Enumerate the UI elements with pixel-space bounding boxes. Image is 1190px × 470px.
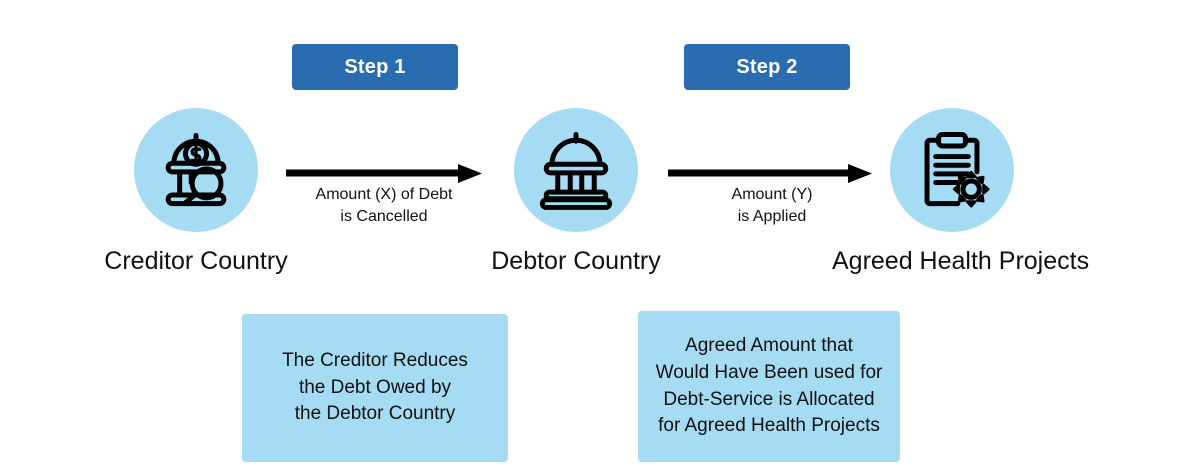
node-creditor-country: Creditor Country — [76, 108, 316, 276]
projects-icon-circle — [890, 108, 1014, 232]
government-building-icon — [528, 122, 624, 218]
bank-dollar-magnifier-icon — [148, 122, 244, 218]
node-label-creditor-country: Creditor Country — [104, 247, 288, 275]
step-badge-2: Step 2 — [684, 44, 850, 90]
clipboard-gear-icon — [904, 122, 1000, 218]
arrow-label-2: Amount (Y) is Applied — [731, 186, 813, 225]
node-label-agreed-health-projects: Agreed Health Projects — [832, 247, 1090, 275]
arrow-label-1: Amount (X) of Debt is Cancelled — [315, 186, 453, 225]
creditor-icon-circle — [134, 108, 258, 232]
debtor-icon-circle — [514, 108, 638, 232]
note-box-agreed-amount-allocated: Agreed Amount that Would Have Been used … — [638, 311, 900, 462]
arrow-creditor-to-debtor — [286, 162, 482, 188]
node-debtor-country: Debtor Country — [456, 108, 696, 276]
node-label-debtor-country: Debtor Country — [491, 247, 661, 275]
note-box-creditor-reduces-debt: The Creditor Reduces the Debt Owed by th… — [242, 314, 508, 462]
arrow-debtor-to-projects — [668, 162, 872, 188]
step-badge-1: Step 1 — [292, 44, 458, 90]
node-agreed-health-projects: Agreed Health Projects — [832, 108, 1090, 276]
